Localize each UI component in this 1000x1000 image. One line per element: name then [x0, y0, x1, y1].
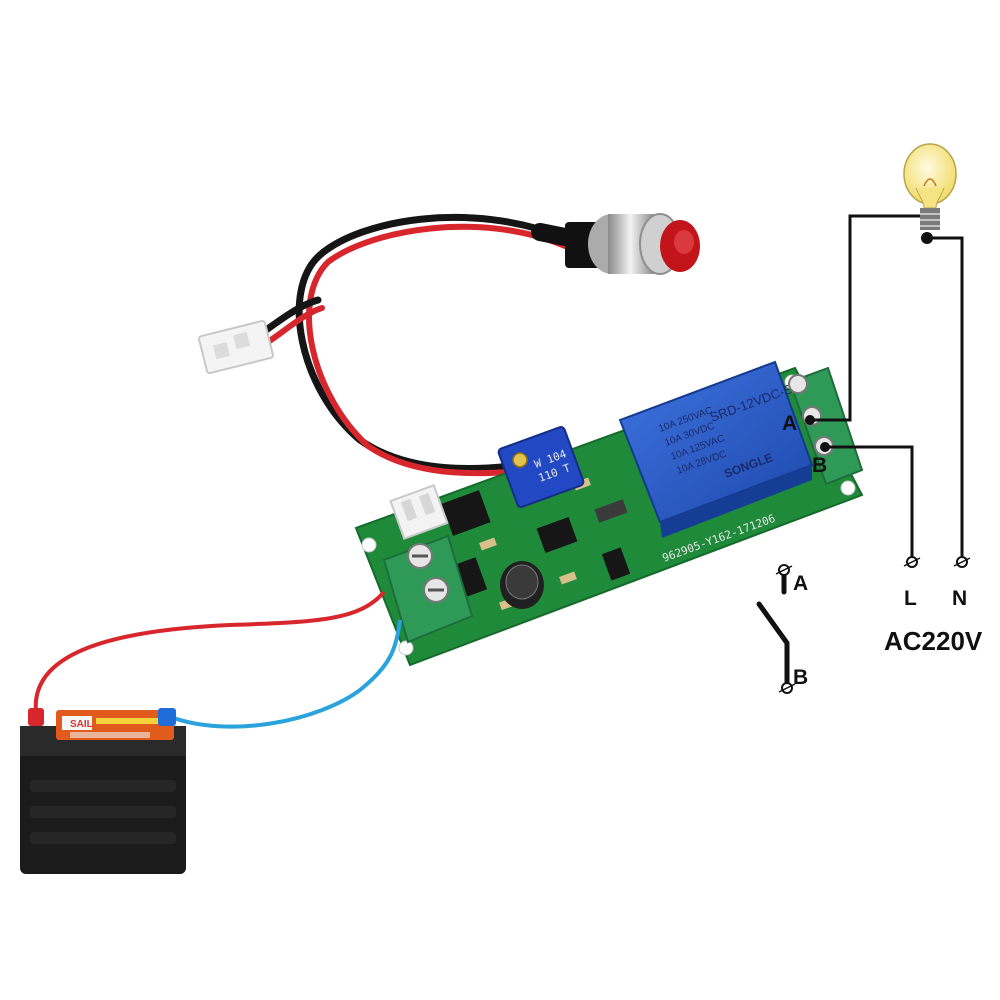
battery-brand: SAIL: [70, 719, 93, 730]
terminal-a-dot: [805, 415, 815, 425]
line-terminal-mark: [903, 556, 921, 568]
battery-icon: SAIL: [20, 708, 186, 874]
neutral-terminal-mark: [953, 556, 971, 568]
terminal-b-dot: [820, 442, 830, 452]
switch-terminal-b: [778, 682, 796, 694]
button-cable: [258, 214, 589, 477]
relay-terminal-a-label: A: [782, 412, 797, 435]
input-header: [389, 484, 449, 540]
neutral-n-label: N: [952, 587, 967, 610]
light-bulb-icon: [903, 143, 957, 230]
relay-terminal-b-label: B: [812, 454, 827, 477]
push-button-icon: [565, 213, 700, 275]
bulb-terminal-dot: [921, 232, 933, 244]
schematic-wires: [810, 214, 964, 558]
mains-label: AC220V: [884, 626, 983, 656]
blue-power-wire: [167, 619, 402, 729]
line-l-label: L: [904, 587, 917, 610]
power-screw-terminal: [382, 534, 474, 644]
red-power-wire: [33, 590, 386, 713]
switch-icon: [756, 567, 790, 689]
switch-terminal-a: [775, 564, 793, 576]
jst-plug: [198, 319, 274, 375]
relay-component: SRD-12VDC-SL-C 10A 250VAC 10A 30VDC 10A …: [618, 360, 814, 538]
switch-a-label: A: [793, 572, 808, 595]
trimmer-potentiometer: W 104 110 T: [497, 426, 585, 508]
switch-b-label: B: [793, 666, 808, 689]
